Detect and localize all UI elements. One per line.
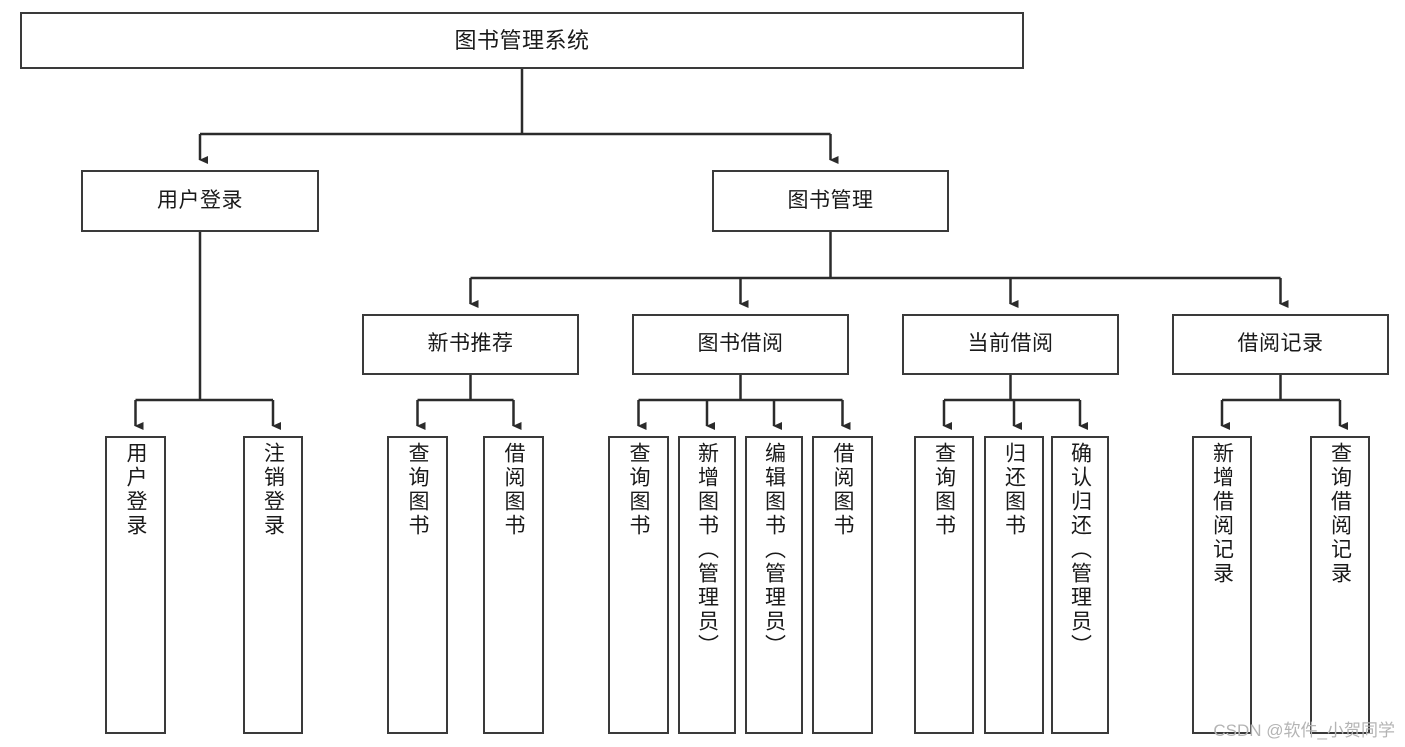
node-root[interactable]: 图书管理系统 — [20, 12, 1024, 69]
node-label: 新增图书（管理员） — [695, 442, 719, 658]
node-user-login[interactable]: 用户登录 — [81, 170, 319, 232]
node-leaf-borrow-book-2[interactable]: 借阅图书 — [812, 436, 873, 734]
node-label: 用户登录 — [157, 188, 243, 212]
node-label: 确认归还（管理员） — [1068, 442, 1092, 658]
node-label: 当前借阅 — [967, 332, 1054, 356]
node-label: 查询图书 — [406, 442, 429, 538]
node-leaf-query-book-1[interactable]: 查询图书 — [387, 436, 448, 734]
node-label: 图书管理 — [787, 188, 874, 212]
node-leaf-query-book-3[interactable]: 查询图书 — [914, 436, 974, 734]
node-leaf-query-book-2[interactable]: 查询图书 — [608, 436, 669, 734]
node-label: 借阅图书 — [831, 442, 854, 538]
node-label: 编辑图书（管理员） — [762, 442, 786, 658]
node-label: 用户登录 — [124, 442, 147, 538]
node-label: 图书管理系统 — [454, 27, 590, 53]
node-leaf-add-book[interactable]: 新增图书（管理员） — [678, 436, 736, 734]
node-book-borrow[interactable]: 图书借阅 — [632, 314, 849, 375]
node-leaf-edit-book[interactable]: 编辑图书（管理员） — [745, 436, 803, 734]
node-label: 借阅图书 — [502, 442, 525, 538]
node-label: 新书推荐 — [427, 332, 514, 356]
node-label: 查询图书 — [932, 442, 956, 538]
node-new-book-rec[interactable]: 新书推荐 — [362, 314, 579, 375]
node-leaf-query-record[interactable]: 查询借阅记录 — [1310, 436, 1370, 734]
node-borrow-record[interactable]: 借阅记录 — [1172, 314, 1389, 375]
node-current-borrow[interactable]: 当前借阅 — [902, 314, 1119, 375]
node-leaf-borrow-book-1[interactable]: 借阅图书 — [483, 436, 544, 734]
node-leaf-return-book[interactable]: 归还图书 — [984, 436, 1044, 734]
node-label: 借阅记录 — [1237, 332, 1324, 356]
node-book-manage[interactable]: 图书管理 — [712, 170, 949, 232]
node-label: 新增借阅记录 — [1210, 442, 1234, 586]
node-leaf-add-record[interactable]: 新增借阅记录 — [1192, 436, 1252, 734]
node-leaf-logout[interactable]: 注销登录 — [243, 436, 303, 734]
node-label: 归还图书 — [1002, 442, 1026, 538]
watermark-text: CSDN @软件_小贺同学 — [1213, 721, 1395, 740]
node-label: 查询图书 — [627, 442, 650, 538]
node-leaf-user-login[interactable]: 用户登录 — [105, 436, 166, 734]
node-label: 注销登录 — [261, 442, 285, 538]
node-leaf-confirm-return[interactable]: 确认归还（管理员） — [1051, 436, 1109, 734]
node-label: 图书借阅 — [697, 332, 784, 356]
node-label: 查询借阅记录 — [1328, 442, 1352, 586]
